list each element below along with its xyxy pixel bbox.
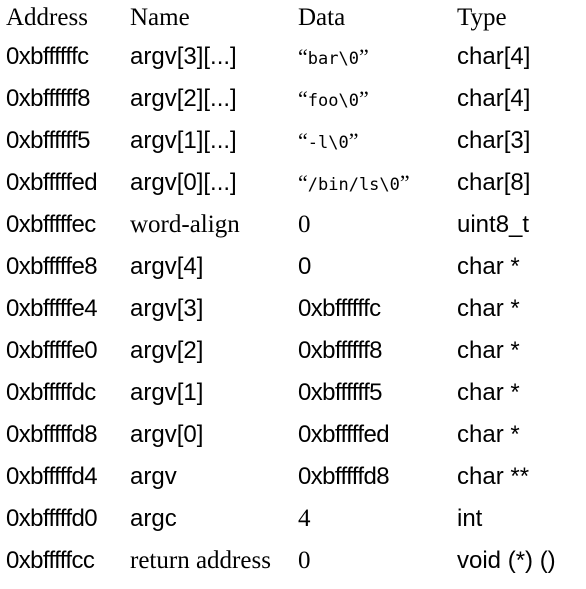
row-data: “bar\0” xyxy=(298,36,369,80)
row-data: 0 xyxy=(298,547,311,574)
row-address: 0xbfffffe4 xyxy=(6,295,98,322)
close-quote: ” xyxy=(399,170,410,195)
row-address: 0xbfffffd0 xyxy=(6,505,98,532)
row-type: char * xyxy=(457,379,520,406)
header-type: Type xyxy=(457,4,507,31)
row-name: argv[0][...] xyxy=(130,169,237,196)
row-address: 0xbfffffe8 xyxy=(6,253,98,280)
row-name: argv xyxy=(130,463,177,490)
row-name: argv[4] xyxy=(130,253,204,280)
table-row: 0xbfffffe4 argv[3] 0xbffffffc char * xyxy=(0,288,586,330)
table-row: 0xbfffffd8 argv[0] 0xbfffffed char * xyxy=(0,414,586,456)
row-type: char * xyxy=(457,295,520,322)
row-address: 0xbffffff8 xyxy=(6,85,90,112)
table-row: 0xbfffffd4 argv 0xbfffffd8 char ** xyxy=(0,456,586,498)
row-name: argv[2][...] xyxy=(130,85,237,112)
table-header: Address Name Data Type xyxy=(0,0,586,36)
header-name: Name xyxy=(130,4,190,31)
table-row: 0xbfffffdc argv[1] 0xbffffff5 char * xyxy=(0,372,586,414)
row-name: argv[1][...] xyxy=(130,127,237,154)
row-type: char[8] xyxy=(457,169,531,196)
row-address: 0xbfffffd8 xyxy=(6,421,98,448)
row-type: char * xyxy=(457,337,520,364)
row-name: argc xyxy=(130,505,177,532)
row-data: 4 xyxy=(298,505,311,532)
row-data: “/bin/ls\0” xyxy=(298,162,410,206)
row-type: char[3] xyxy=(457,127,531,154)
table-row: 0xbfffffe0 argv[2] 0xbffffff8 char * xyxy=(0,330,586,372)
row-address: 0xbfffffcc xyxy=(6,547,95,574)
open-quote: “ xyxy=(298,170,308,195)
row-data: 0xbffffff8 xyxy=(298,337,382,364)
open-quote: “ xyxy=(298,44,308,69)
row-type: void (*) () xyxy=(457,547,556,574)
table-row: 0xbffffff8 argv[2][...] “foo\0” char[4] xyxy=(0,78,586,120)
row-data: “foo\0” xyxy=(298,78,369,122)
row-name: argv[0] xyxy=(130,421,204,448)
row-type: char ** xyxy=(457,463,530,490)
row-address: 0xbfffffed xyxy=(6,169,98,196)
string-literal: -l\0 xyxy=(307,133,349,153)
table-row: 0xbffffff5 argv[1][...] “-l\0” char[3] xyxy=(0,120,586,162)
table-row: 0xbfffffe8 argv[4] 0 char * xyxy=(0,246,586,288)
row-name: argv[1] xyxy=(130,379,204,406)
open-quote: “ xyxy=(298,128,308,153)
row-type: char[4] xyxy=(457,43,531,70)
table-row: 0xbffffffc argv[3][...] “bar\0” char[4] xyxy=(0,36,586,78)
close-quote: ” xyxy=(358,44,369,69)
row-name: return address xyxy=(130,547,271,574)
row-data: “-l\0” xyxy=(298,120,358,164)
row-name: argv[2] xyxy=(130,337,204,364)
string-literal: foo\0 xyxy=(307,91,359,111)
row-type: int xyxy=(457,505,483,532)
string-literal: bar\0 xyxy=(307,49,359,69)
header-address: Address xyxy=(6,4,88,31)
row-address: 0xbfffffe0 xyxy=(6,337,98,364)
row-address: 0xbfffffdc xyxy=(6,379,96,406)
row-address: 0xbfffffd4 xyxy=(6,463,98,490)
row-type: char[4] xyxy=(457,85,531,112)
table-row: 0xbfffffed argv[0][...] “/bin/ls\0” char… xyxy=(0,162,586,204)
row-address: 0xbffffffc xyxy=(6,43,89,70)
close-quote: ” xyxy=(358,86,369,111)
row-data: 0xbfffffd8 xyxy=(298,463,390,490)
row-data: 0 xyxy=(298,253,312,280)
row-name: argv[3][...] xyxy=(130,43,237,70)
row-type: char * xyxy=(457,253,520,280)
table-row: 0xbfffffd0 argc 4 int xyxy=(0,498,586,540)
header-data: Data xyxy=(298,4,346,31)
row-data: 0xbffffff5 xyxy=(298,379,382,406)
row-address: 0xbfffffec xyxy=(6,211,96,238)
string-literal: /bin/ls\0 xyxy=(307,175,400,195)
row-name: word-align xyxy=(130,211,240,238)
row-address: 0xbffffff5 xyxy=(6,127,90,154)
row-type: uint8_t xyxy=(457,211,530,238)
row-type: char * xyxy=(457,421,520,448)
table-row: 0xbfffffec word-align 0 uint8_t xyxy=(0,204,586,246)
row-data: 0 xyxy=(298,211,311,238)
row-data: 0xbfffffed xyxy=(298,421,390,448)
close-quote: ” xyxy=(348,128,359,153)
open-quote: “ xyxy=(298,86,308,111)
row-name: argv[3] xyxy=(130,295,204,322)
table-row: 0xbfffffcc return address 0 void (*) () xyxy=(0,540,586,582)
row-data: 0xbffffffc xyxy=(298,295,381,322)
